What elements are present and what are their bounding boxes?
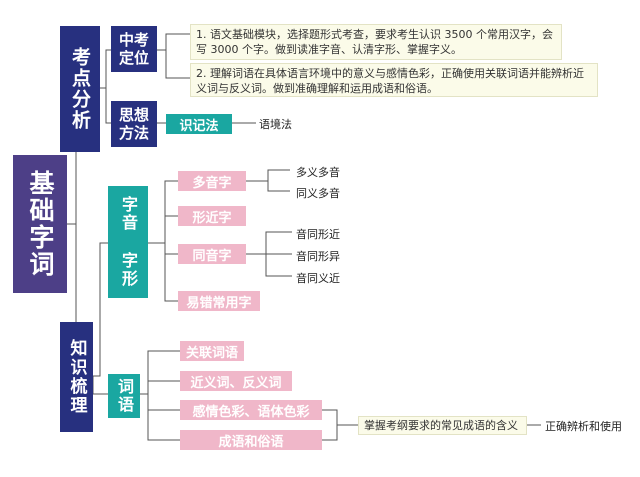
node-shijifa: 识记法 <box>166 114 232 134</box>
branch-kaodian-fenxi: 考点分析 <box>60 26 100 152</box>
node-sixiang-fangfa: 思想方法 <box>111 101 157 147</box>
note-zhongkao-1: 1. 语文基础模块，选择题形式考查，要求考生认识 3500 个常用汉字，会写 3… <box>190 24 562 60</box>
node-zixing-label: 字形 <box>119 252 138 288</box>
node-ziyin-zixing: 字音 字形 <box>108 186 148 298</box>
node-zhongkao-label: 中考定位 <box>118 31 149 67</box>
node-yicuo-changyongzi: 易错常用字 <box>178 291 260 311</box>
node-xingjinzi: 形近字 <box>178 206 246 226</box>
leaf-duoyi-duoyin: 多义多音 <box>296 166 340 179</box>
node-ciyu: 词语 <box>108 374 140 418</box>
node-tongyinzi: 同音字 <box>178 244 246 264</box>
leaf-yujingfa: 语境法 <box>259 118 292 131</box>
leaf-yintong-xingjin: 音同形近 <box>296 228 340 241</box>
node-chengyu-suyu: 成语和俗语 <box>180 430 322 450</box>
node-ganqing-seca: 感情色彩、语体色彩 <box>180 400 322 420</box>
node-zhongkao-dingwei: 中考定位 <box>111 26 157 72</box>
node-ziyin-label: 字音 <box>119 196 138 232</box>
root-node: 基础字词 <box>13 155 67 293</box>
node-sixiang-label: 思想方法 <box>118 106 149 142</box>
note-chengyu-hanyi: 掌握考纲要求的常见成语的含义 <box>358 416 527 435</box>
leaf-zhengque-bianxi: 正确辨析和使用 <box>545 420 622 433</box>
node-jinyici-fanyici: 近义词、反义词 <box>180 371 292 391</box>
leaf-tongyi-duoyin: 同义多音 <box>296 187 340 200</box>
note-zhongkao-2: 2. 理解词语在具体语言环境中的意义与感情色彩，正确使用关联词语并能辨析近义词与… <box>190 63 598 97</box>
branch-zhishi-shuli: 知识梳理 <box>60 322 93 432</box>
node-guanlian-ciyu: 关联词语 <box>180 341 244 361</box>
node-duoyinzi: 多音字 <box>178 171 246 191</box>
leaf-yintong-yijin: 音同义近 <box>296 272 340 285</box>
leaf-yintong-xingyi: 音同形异 <box>296 250 340 263</box>
